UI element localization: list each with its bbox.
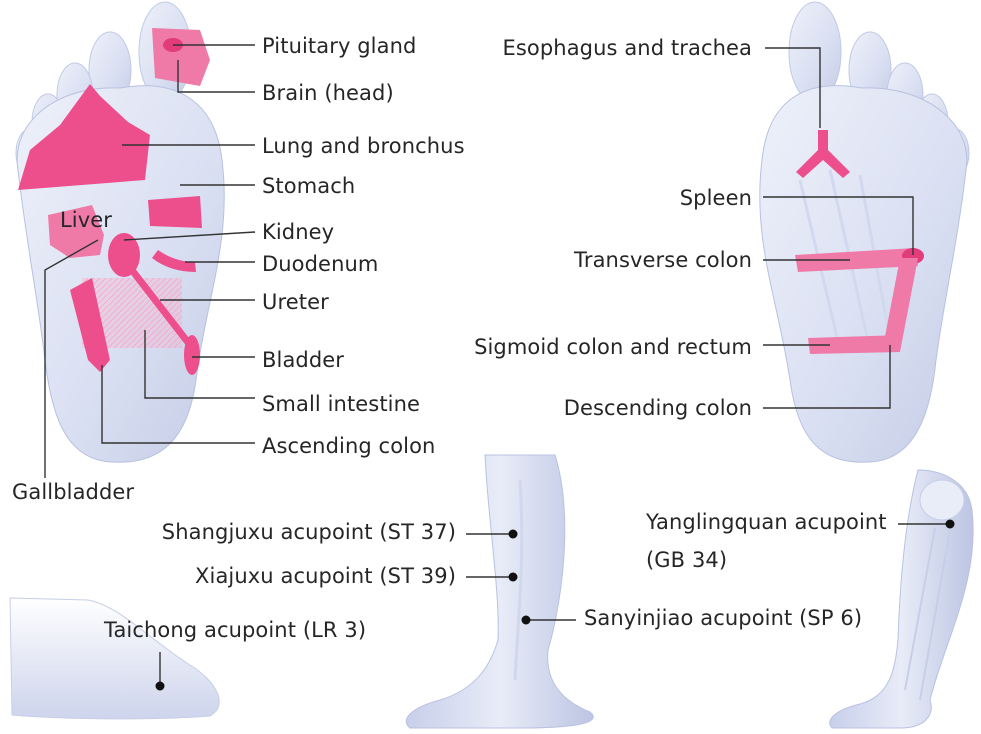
label-sigmoid-colon-rectum: Sigmoid colon and rectum bbox=[474, 337, 752, 358]
foot-side-view bbox=[10, 598, 219, 719]
yanglingquan-point bbox=[946, 520, 955, 529]
label-lung-bronchus: Lung and bronchus bbox=[262, 136, 465, 157]
label-taichong: Taichong acupoint (LR 3) bbox=[104, 620, 366, 641]
label-stomach: Stomach bbox=[262, 176, 355, 197]
side-leg bbox=[830, 470, 973, 728]
sanyinjiao-point bbox=[522, 616, 531, 625]
label-yanglingquan: Yanglingquan acupoint bbox=[646, 512, 887, 533]
label-small-intestine: Small intestine bbox=[262, 394, 420, 415]
xiajuxu-point bbox=[509, 573, 518, 582]
label-kidney: Kidney bbox=[262, 222, 334, 243]
taichong-point bbox=[156, 682, 165, 691]
label-shangjuxu: Shangjuxu acupoint (ST 37) bbox=[162, 522, 456, 543]
label-brain: Brain (head) bbox=[262, 83, 394, 104]
label-pituitary-gland: Pituitary gland bbox=[262, 36, 416, 57]
label-esophagus-trachea: Esophagus and trachea bbox=[503, 38, 753, 59]
label-duodenum: Duodenum bbox=[262, 254, 378, 275]
front-leg bbox=[406, 455, 593, 728]
right-sole-foot bbox=[760, 2, 969, 462]
label-descending-colon: Descending colon bbox=[564, 398, 752, 419]
label-gallbladder: Gallbladder bbox=[12, 482, 134, 503]
shangjuxu-point bbox=[509, 530, 518, 539]
label-ascending-colon: Ascending colon bbox=[262, 436, 435, 457]
label-liver: Liver bbox=[60, 210, 112, 231]
label-ureter: Ureter bbox=[262, 292, 329, 313]
label-yanglingquan-code: (GB 34) bbox=[646, 550, 727, 571]
label-bladder: Bladder bbox=[262, 350, 344, 371]
label-spleen: Spleen bbox=[680, 188, 752, 209]
label-transverse-colon: Transverse colon bbox=[574, 250, 752, 271]
label-xiajuxu: Xiajuxu acupoint (ST 39) bbox=[195, 566, 456, 587]
label-sanyinjiao: Sanyinjiao acupoint (SP 6) bbox=[584, 608, 862, 629]
